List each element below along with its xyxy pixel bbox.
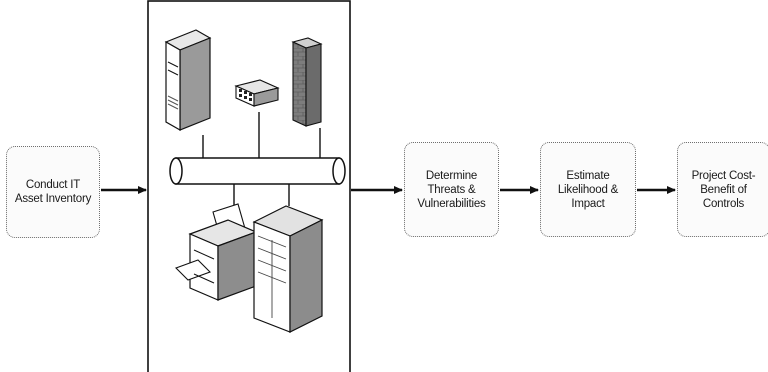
- network-switch-icon: [234, 79, 280, 107]
- step-conduct-it-asset-inventory: Conduct IT Asset Inventory: [6, 146, 100, 238]
- server-icon: [164, 29, 212, 132]
- step-label: Estimate Likelihood & Impact: [557, 169, 619, 210]
- server-rack-icon: [252, 205, 324, 333]
- step-label: Conduct IT Asset Inventory: [14, 179, 92, 205]
- step-determine-threats-vulnerabilities: Determine Threats & Vulnerabilities: [404, 142, 499, 237]
- step-estimate-likelihood-impact: Estimate Likelihood & Impact: [540, 142, 636, 237]
- printer-icon: [175, 203, 258, 301]
- network-connectors: [202, 112, 321, 212]
- step-label: Determine Threats & Vulnerabilities: [417, 169, 486, 210]
- firewall-icon: [291, 37, 323, 127]
- step-project-cost-benefit-controls: Project Cost- Benefit of Controls: [677, 142, 768, 237]
- step-label: Project Cost- Benefit of Controls: [691, 169, 756, 210]
- network-bus-cable: [169, 157, 346, 185]
